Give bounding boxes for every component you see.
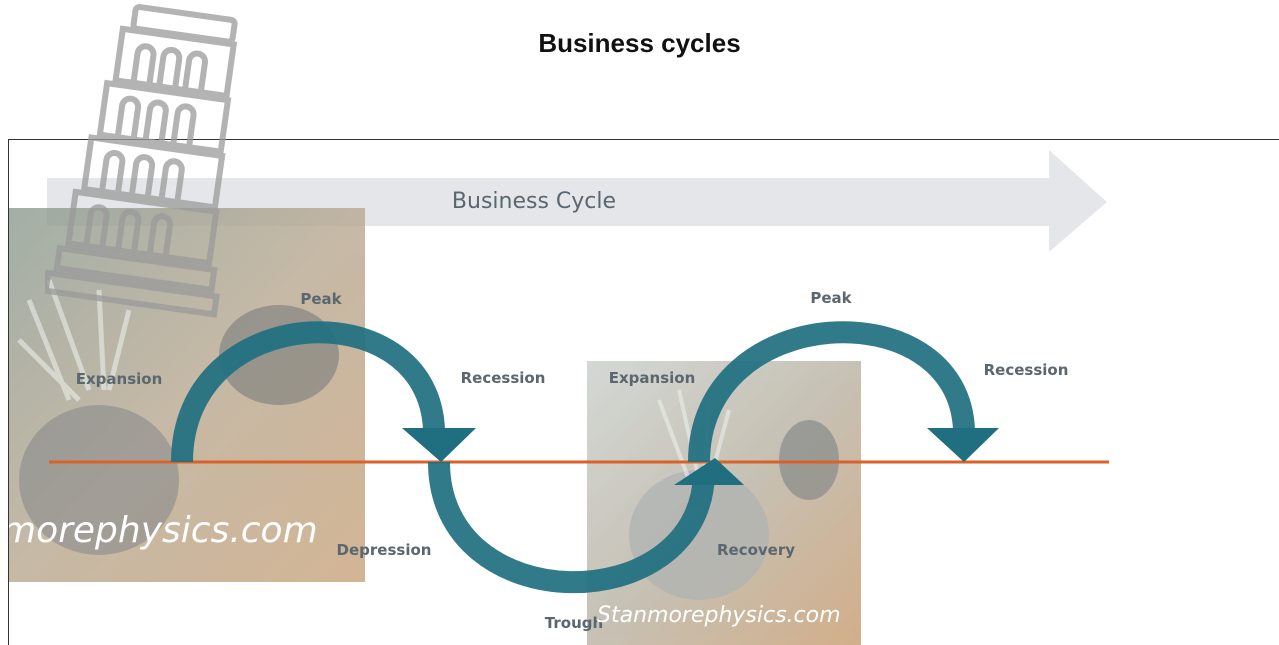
page-title: Business cycles <box>538 28 741 58</box>
label-expansion-1: Expansion <box>76 370 163 388</box>
watermark-photo-right <box>587 361 861 645</box>
label-trough: Trough <box>545 614 603 632</box>
watermark-text-left: morephysics.com <box>9 510 318 551</box>
cycle-arrow-upswing-1 <box>171 321 445 463</box>
label-expansion-2: Expansion <box>609 369 696 387</box>
cycle-arrow-upswing-2 <box>688 321 975 463</box>
label-recession-2: Recession <box>984 361 1069 379</box>
banner-arrow: Business Cycle <box>47 150 1107 252</box>
banner-label: Business Cycle <box>452 189 616 214</box>
arrowhead-recession-2 <box>927 428 999 462</box>
leaning-tower-logo <box>45 3 238 318</box>
label-depression: Depression <box>337 541 432 559</box>
watermark-text-right: Stanmorephysics.com <box>597 603 841 628</box>
arrowhead-recession-1 <box>402 428 476 462</box>
label-peak-1: Peak <box>300 290 342 308</box>
label-recovery: Recovery <box>717 541 795 559</box>
label-peak-2: Peak <box>810 289 852 307</box>
label-recession-1: Recession <box>461 369 546 387</box>
cycle-arrow-downswing <box>428 461 715 594</box>
arrowhead-recovery <box>674 458 744 485</box>
